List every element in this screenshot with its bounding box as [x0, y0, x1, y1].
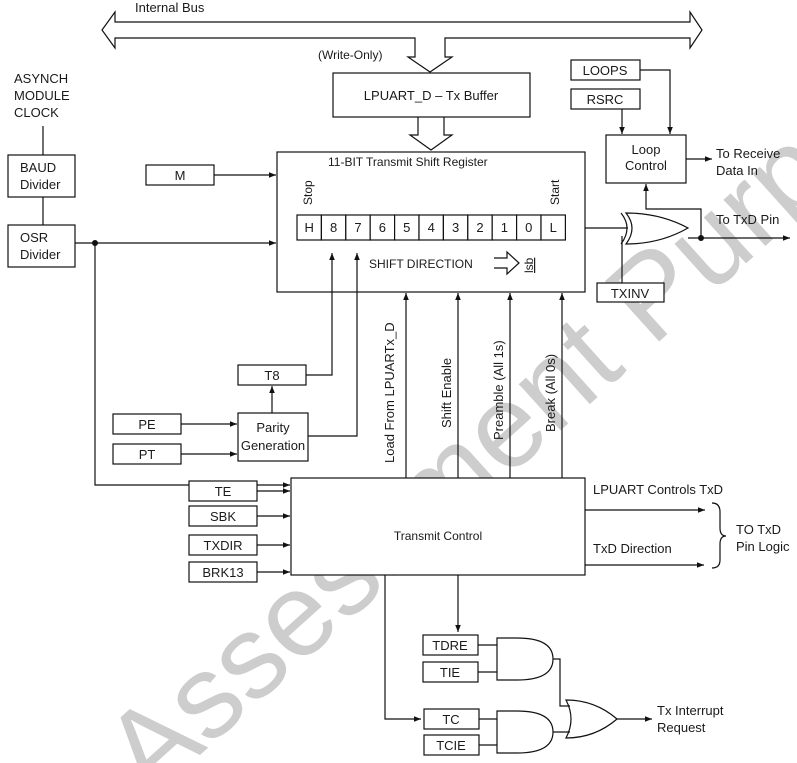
internal-bus-label: Internal Bus	[135, 0, 205, 15]
lsb-label: lsb	[522, 257, 536, 273]
break-label: Break (All 0s)	[543, 354, 558, 432]
bit-label: 5	[403, 220, 410, 235]
interrupt-request-label: Tx Interrupt	[657, 703, 724, 718]
to-receive-label2: Data In	[716, 163, 758, 178]
bit-cells: H 8 7 6 5 4 3 2 1 0 L	[296, 214, 566, 241]
baud-divider-label2: Divider	[20, 177, 61, 192]
to-txd-pin-label: To TxD Pin	[716, 212, 779, 227]
clock-source-line2: MODULE	[14, 88, 70, 103]
bit-label: L	[550, 220, 557, 235]
clock-chain: ASYNCH MODULE CLOCK BAUD Divider OSR Div…	[7, 71, 290, 488]
shift-enable-label: Shift Enable	[439, 358, 454, 428]
input-register-label: SBK	[210, 509, 236, 524]
control-signals: Load From LPUARTx_D Shift Enable Preambl…	[382, 293, 565, 478]
brace	[711, 502, 727, 569]
shift-direction-label: SHIFT DIRECTION	[369, 257, 473, 271]
clock-source-line1: ASYNCH	[14, 71, 68, 86]
internal-bus: Internal Bus (Write-Only)	[101, 0, 703, 73]
shift-register-title: 11-BIT Transmit Shift Register	[328, 155, 488, 169]
interrupt-logic: TDRE TIE TC TCIE Tx Interrupt Request	[384, 575, 724, 756]
and-gate-2	[496, 710, 554, 754]
bit-cell	[369, 214, 396, 241]
start-label: Start	[548, 179, 562, 205]
rsrc-label: RSRC	[587, 92, 624, 107]
baud-divider-label: BAUD	[20, 160, 56, 175]
bit-label: 1	[501, 220, 508, 235]
bit-label: 6	[379, 220, 386, 235]
clock-source-line3: CLOCK	[14, 105, 59, 120]
parity-gen-label2: Generation	[241, 438, 305, 453]
m-register-label: M	[175, 168, 186, 183]
parity-gen-label: Parity	[256, 420, 290, 435]
bit-cell	[442, 214, 469, 241]
tcie-label: TCIE	[436, 738, 466, 753]
bit-label: 0	[525, 220, 532, 235]
bit-label: 3	[452, 220, 459, 235]
or-gate	[565, 699, 618, 739]
txinv-label: TXINV	[611, 286, 650, 301]
transmit-control-label: Transmit Control	[394, 529, 482, 543]
pe-label: PE	[138, 417, 156, 432]
osr-divider-label: OSR	[20, 230, 48, 245]
loops-label: LOOPS	[583, 63, 628, 78]
tx-buffer-label: LPUART_D – Tx Buffer	[364, 88, 499, 103]
txd-direction-label: TxD Direction	[593, 541, 672, 556]
pin-logic-label: TO TxD	[736, 522, 781, 537]
t8-label: T8	[264, 368, 279, 383]
loop-control-label: Loop	[632, 142, 661, 157]
tie-label: TIE	[440, 665, 461, 680]
pin-logic-label2: Pin Logic	[736, 539, 790, 554]
bit-cell	[540, 214, 566, 241]
parity-logic: T8 PE PT Parity Generation	[112, 253, 360, 465]
bit-cell	[515, 214, 542, 241]
rsrc-box	[570, 88, 641, 110]
bit-label: 7	[354, 220, 361, 235]
loop-control-label2: Control	[625, 158, 667, 173]
load-signal-label: Load From LPUARTx_D	[382, 322, 397, 463]
stop-label: Stop	[301, 180, 315, 205]
shift-register: 11-BIT Transmit Shift Register Stop Star…	[276, 151, 586, 293]
loop-control: LOOPS RSRC Loop Control To Receive Data …	[570, 59, 780, 184]
tdre-label: TDRE	[432, 638, 468, 653]
pt-label: PT	[139, 447, 156, 462]
tx-buffer: LPUART_D – Tx Buffer	[332, 72, 531, 151]
bit-label: 2	[476, 220, 483, 235]
write-only-label: (Write-Only)	[318, 48, 382, 62]
and-gate-1	[496, 637, 554, 681]
input-register-label: TXDIR	[204, 538, 243, 553]
bit-cell	[467, 214, 493, 241]
osr-divider-box	[7, 224, 76, 268]
baud-divider-box	[7, 154, 76, 198]
preamble-label: Preamble (All 1s)	[491, 340, 506, 440]
lpuart-controls-txd-label: LPUART Controls TxD	[593, 482, 723, 497]
bit-cell	[394, 214, 420, 241]
osr-divider-label2: Divider	[20, 247, 61, 262]
transmit-control: Transmit Control TE SBK TXDIR BRK13 LPUART …	[188, 477, 790, 583]
input-register-label: TE	[215, 484, 232, 499]
tc-label: TC	[442, 712, 459, 727]
xor-gate: TXINV To TxD Pin	[585, 184, 790, 303]
interrupt-request-label2: Request	[657, 720, 706, 735]
input-register-label: BRK13	[202, 565, 243, 580]
shift-arrow-icon	[494, 250, 520, 276]
bit-label: 8	[330, 220, 337, 235]
bit-label: H	[305, 220, 314, 235]
bit-cell	[320, 214, 347, 241]
to-receive-label: To Receive	[716, 146, 780, 161]
txinv-box	[596, 282, 665, 303]
bit-label: 4	[428, 220, 435, 235]
